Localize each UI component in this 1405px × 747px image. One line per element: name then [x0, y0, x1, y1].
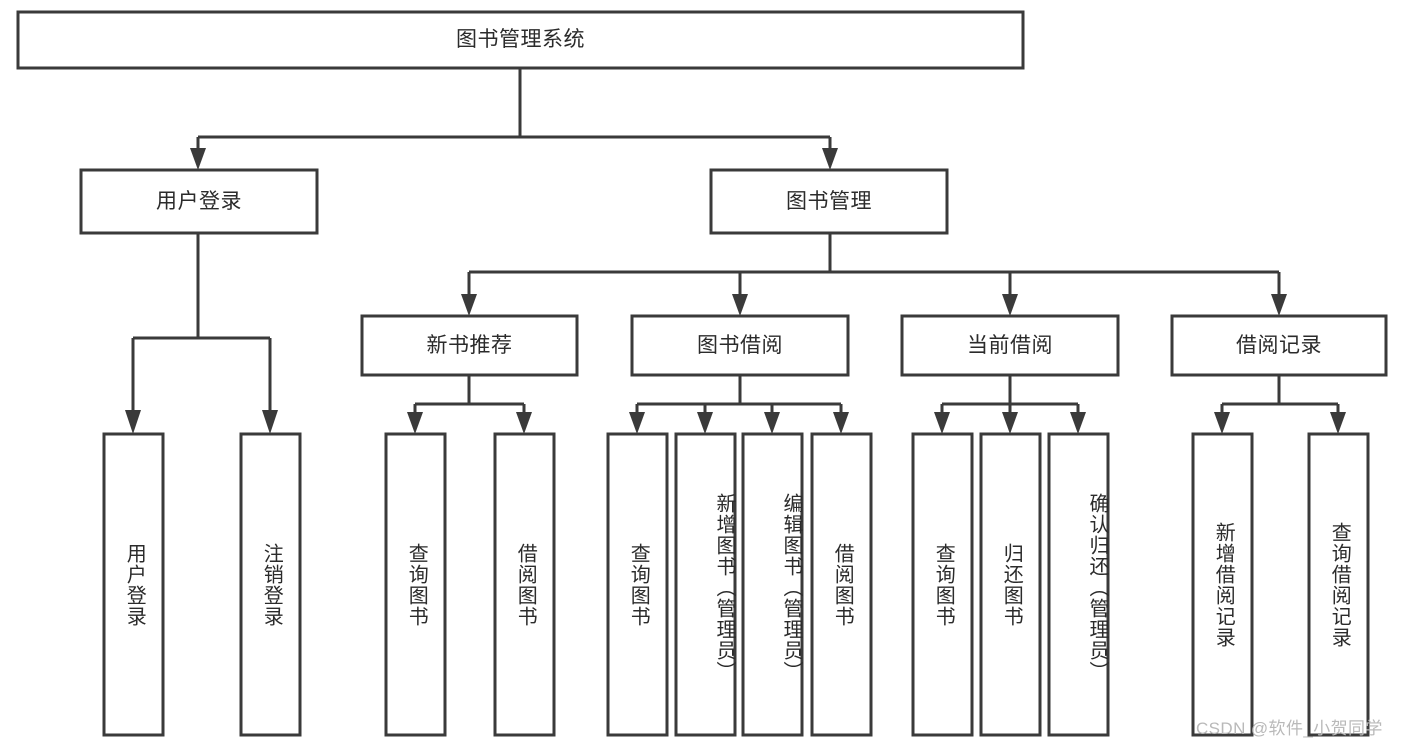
- arrow-head-leaf-logout: [262, 410, 278, 434]
- edge-group-new-book-rec: [407, 375, 532, 434]
- node-box-leaf-add-borrow-record[interactable]: [1191, 432, 1254, 737]
- node-box-book-manage[interactable]: [709, 168, 949, 235]
- arrow-head-leaf-query-book-2: [629, 412, 645, 434]
- arrow-head-leaf-confirm-return-admin: [1070, 412, 1086, 434]
- node-box-new-book-rec[interactable]: [360, 314, 579, 377]
- arrow-head-user-login: [190, 148, 206, 170]
- arrow-head-new-book-rec: [461, 294, 477, 316]
- node-box-leaf-borrow-book-1[interactable]: [493, 432, 556, 737]
- edge-group-book-manage: [461, 233, 1287, 316]
- node-box-book-borrow[interactable]: [630, 314, 850, 377]
- node-box-leaf-return-book[interactable]: [979, 432, 1042, 737]
- arrow-head-leaf-query-borrow-record: [1330, 412, 1346, 434]
- node-box-root[interactable]: [16, 10, 1025, 70]
- csdn-watermark: CSDN @软件_小贺同学: [1196, 719, 1383, 738]
- node-box-borrow-record[interactable]: [1170, 314, 1388, 377]
- node-box-current-borrow[interactable]: [900, 314, 1120, 377]
- arrow-head-leaf-borrow-book-2: [833, 412, 849, 434]
- arrow-head-leaf-return-book: [1002, 412, 1018, 434]
- arrow-head-leaf-user-login: [125, 410, 141, 434]
- node-box-user-login[interactable]: [79, 168, 319, 235]
- edge-group-current-borrow: [934, 375, 1086, 434]
- node-box-leaf-query-book-3[interactable]: [911, 432, 974, 737]
- arrow-head-leaf-query-book-3: [934, 412, 950, 434]
- node-box-leaf-confirm-return-admin[interactable]: [1047, 432, 1110, 737]
- arrow-head-leaf-add-borrow-record: [1214, 412, 1230, 434]
- node-box-leaf-query-borrow-record[interactable]: [1307, 432, 1370, 737]
- arrow-head-book-borrow: [732, 294, 748, 316]
- node-box-leaf-logout[interactable]: [239, 432, 302, 737]
- arrow-head-leaf-borrow-book-1: [516, 412, 532, 434]
- arrow-head-current-borrow: [1002, 294, 1018, 316]
- edge-group-borrow-record: [1214, 375, 1346, 434]
- node-box-leaf-user-login[interactable]: [102, 432, 165, 737]
- arrow-head-leaf-edit-book-admin: [764, 412, 780, 434]
- node-box-leaf-query-book-2[interactable]: [606, 432, 669, 737]
- arrow-head-leaf-add-book-admin: [697, 412, 713, 434]
- node-box-leaf-query-book-1[interactable]: [384, 432, 447, 737]
- edge-group-book-borrow: [629, 375, 849, 434]
- edge-group-user-login: [125, 233, 278, 434]
- arrow-head-borrow-record: [1271, 294, 1287, 316]
- node-box-leaf-borrow-book-2[interactable]: [810, 432, 873, 737]
- node-box-leaf-edit-book-admin[interactable]: [741, 432, 804, 737]
- arrow-head-leaf-query-book-1: [407, 412, 423, 434]
- edge-group-root: [190, 68, 838, 170]
- arrow-head-book-manage: [822, 148, 838, 170]
- node-box-leaf-add-book-admin[interactable]: [674, 432, 737, 737]
